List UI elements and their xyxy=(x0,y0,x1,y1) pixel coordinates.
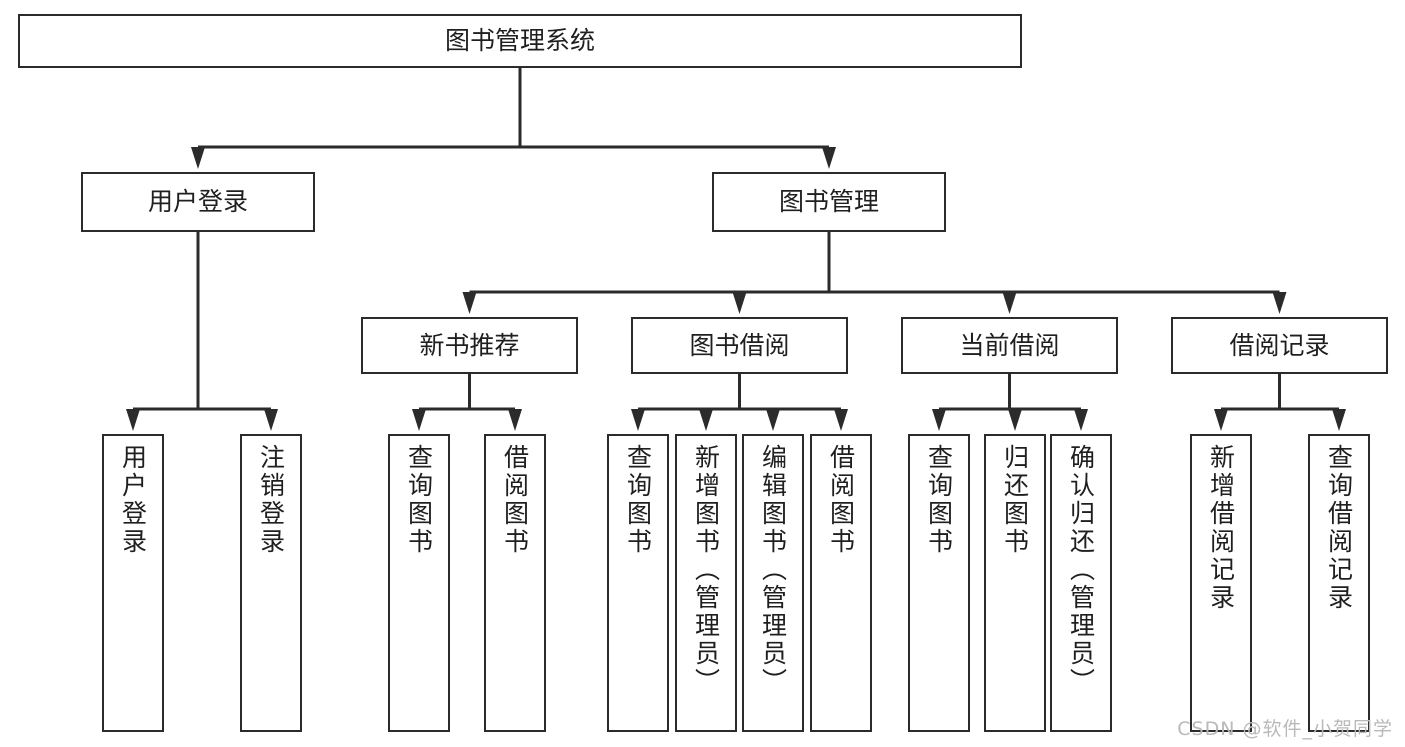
node-user-login[interactable]: 用户登录 xyxy=(81,172,315,232)
node-borrow-records[interactable]: 借阅记录 xyxy=(1171,317,1388,374)
node-label-leaf-user-login: 用户登录 xyxy=(118,444,148,556)
node-label-new-book-rec: 新书推荐 xyxy=(419,330,520,360)
node-leaf-borrow-add-book[interactable]: 新增图书（管理员） xyxy=(675,434,737,732)
node-leaf-current-query-book[interactable]: 查询图书 xyxy=(908,434,970,732)
node-book-manage[interactable]: 图书管理 xyxy=(712,172,946,232)
node-label-leaf-borrow-borrow-book: 借阅图书 xyxy=(826,444,856,556)
node-leaf-borrow-edit-book[interactable]: 编辑图书（管理员） xyxy=(742,434,804,732)
node-leaf-user-login[interactable]: 用户登录 xyxy=(102,434,164,732)
node-label-leaf-borrow-edit-book: 编辑图书（管理员） xyxy=(758,444,788,696)
node-leaf-rec-query-book[interactable]: 查询图书 xyxy=(388,434,450,732)
node-root[interactable]: 图书管理系统 xyxy=(18,14,1022,68)
node-leaf-borrow-borrow-book[interactable]: 借阅图书 xyxy=(810,434,872,732)
node-label-borrow-records: 借阅记录 xyxy=(1229,330,1330,360)
node-leaf-current-confirm-return[interactable]: 确认归还（管理员） xyxy=(1050,434,1112,732)
node-current-borrow[interactable]: 当前借阅 xyxy=(901,317,1118,374)
node-leaf-rec-borrow-book[interactable]: 借阅图书 xyxy=(484,434,546,732)
node-book-borrow[interactable]: 图书借阅 xyxy=(631,317,848,374)
node-leaf-borrow-query-book[interactable]: 查询图书 xyxy=(607,434,669,732)
node-label-root: 图书管理系统 xyxy=(444,26,595,56)
node-label-leaf-borrow-add-book: 新增图书（管理员） xyxy=(691,444,721,696)
node-leaf-user-logout[interactable]: 注销登录 xyxy=(240,434,302,732)
node-new-book-rec[interactable]: 新书推荐 xyxy=(361,317,578,374)
node-leaf-record-add[interactable]: 新增借阅记录 xyxy=(1190,434,1252,732)
node-label-leaf-current-query-book: 查询图书 xyxy=(924,444,954,556)
node-label-book-manage: 图书管理 xyxy=(778,187,879,217)
node-label-leaf-current-confirm-return: 确认归还（管理员） xyxy=(1066,444,1096,696)
node-label-leaf-borrow-query-book: 查询图书 xyxy=(623,444,653,556)
node-label-leaf-rec-query-book: 查询图书 xyxy=(404,444,434,556)
node-label-leaf-user-logout: 注销登录 xyxy=(256,444,286,556)
node-label-book-borrow: 图书借阅 xyxy=(689,330,790,360)
node-leaf-current-return-book[interactable]: 归还图书 xyxy=(984,434,1046,732)
watermark: CSDN @软件_小贺同学 xyxy=(1177,718,1393,740)
node-label-user-login: 用户登录 xyxy=(147,187,248,217)
node-label-leaf-record-query: 查询借阅记录 xyxy=(1324,444,1354,612)
node-label-leaf-rec-borrow-book: 借阅图书 xyxy=(500,444,530,556)
node-label-current-borrow: 当前借阅 xyxy=(959,330,1060,360)
node-leaf-record-query[interactable]: 查询借阅记录 xyxy=(1308,434,1370,732)
node-label-leaf-record-add: 新增借阅记录 xyxy=(1206,444,1236,612)
node-label-leaf-current-return-book: 归还图书 xyxy=(1000,444,1030,556)
